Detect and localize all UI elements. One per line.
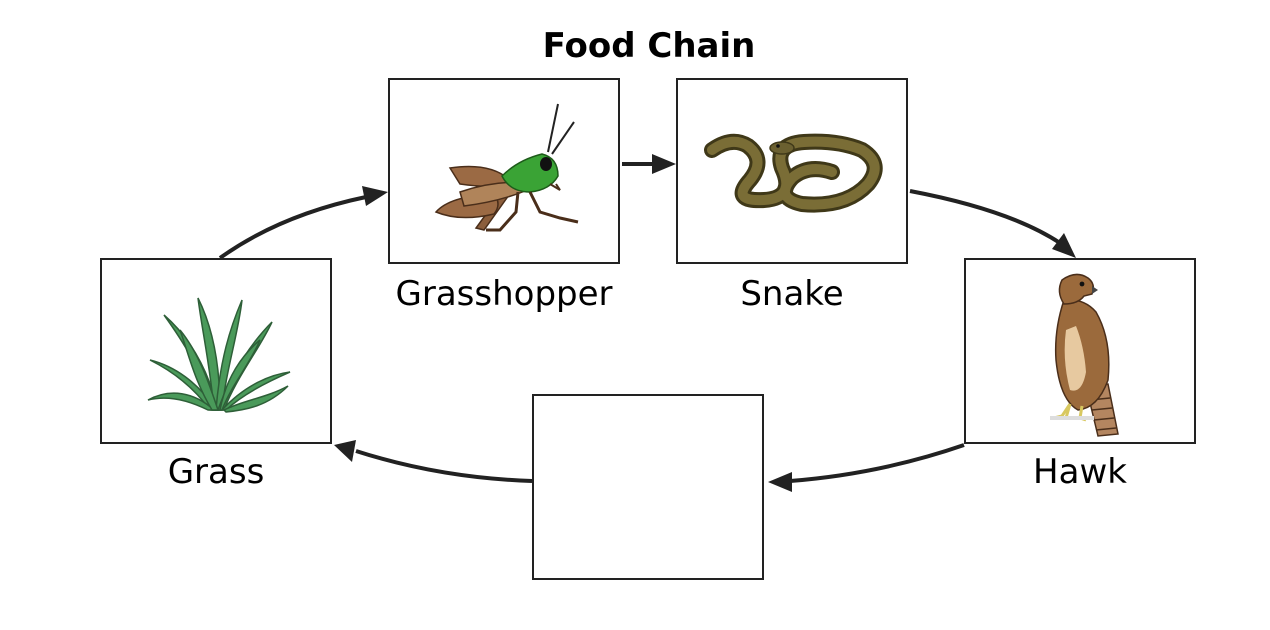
arrow-empty-to-grass — [334, 440, 533, 483]
snake-icon — [704, 133, 883, 213]
diagram-title: Food Chain — [542, 26, 756, 66]
organism-box-empty — [532, 394, 764, 580]
grass-icon — [147, 297, 291, 413]
organism-box-hawk — [964, 258, 1196, 444]
organism-box-grass — [100, 258, 332, 444]
hawk-icon — [1050, 273, 1119, 437]
organism-box-snake — [676, 78, 908, 264]
organism-label-grass: Grass — [167, 452, 265, 492]
organism-box-grasshopper — [388, 78, 620, 264]
arrow-grasshopper-to-snake — [622, 154, 676, 174]
arrow-grass-to-grasshopper — [218, 186, 388, 260]
organism-label-hawk: Hawk — [1033, 452, 1127, 492]
organism-label-snake: Snake — [740, 274, 844, 314]
arrow-snake-to-hawk — [909, 189, 1076, 258]
grasshopper-icon — [434, 103, 579, 232]
organism-label-grasshopper: Grasshopper — [395, 274, 613, 314]
arrow-hawk-to-empty — [768, 443, 965, 492]
